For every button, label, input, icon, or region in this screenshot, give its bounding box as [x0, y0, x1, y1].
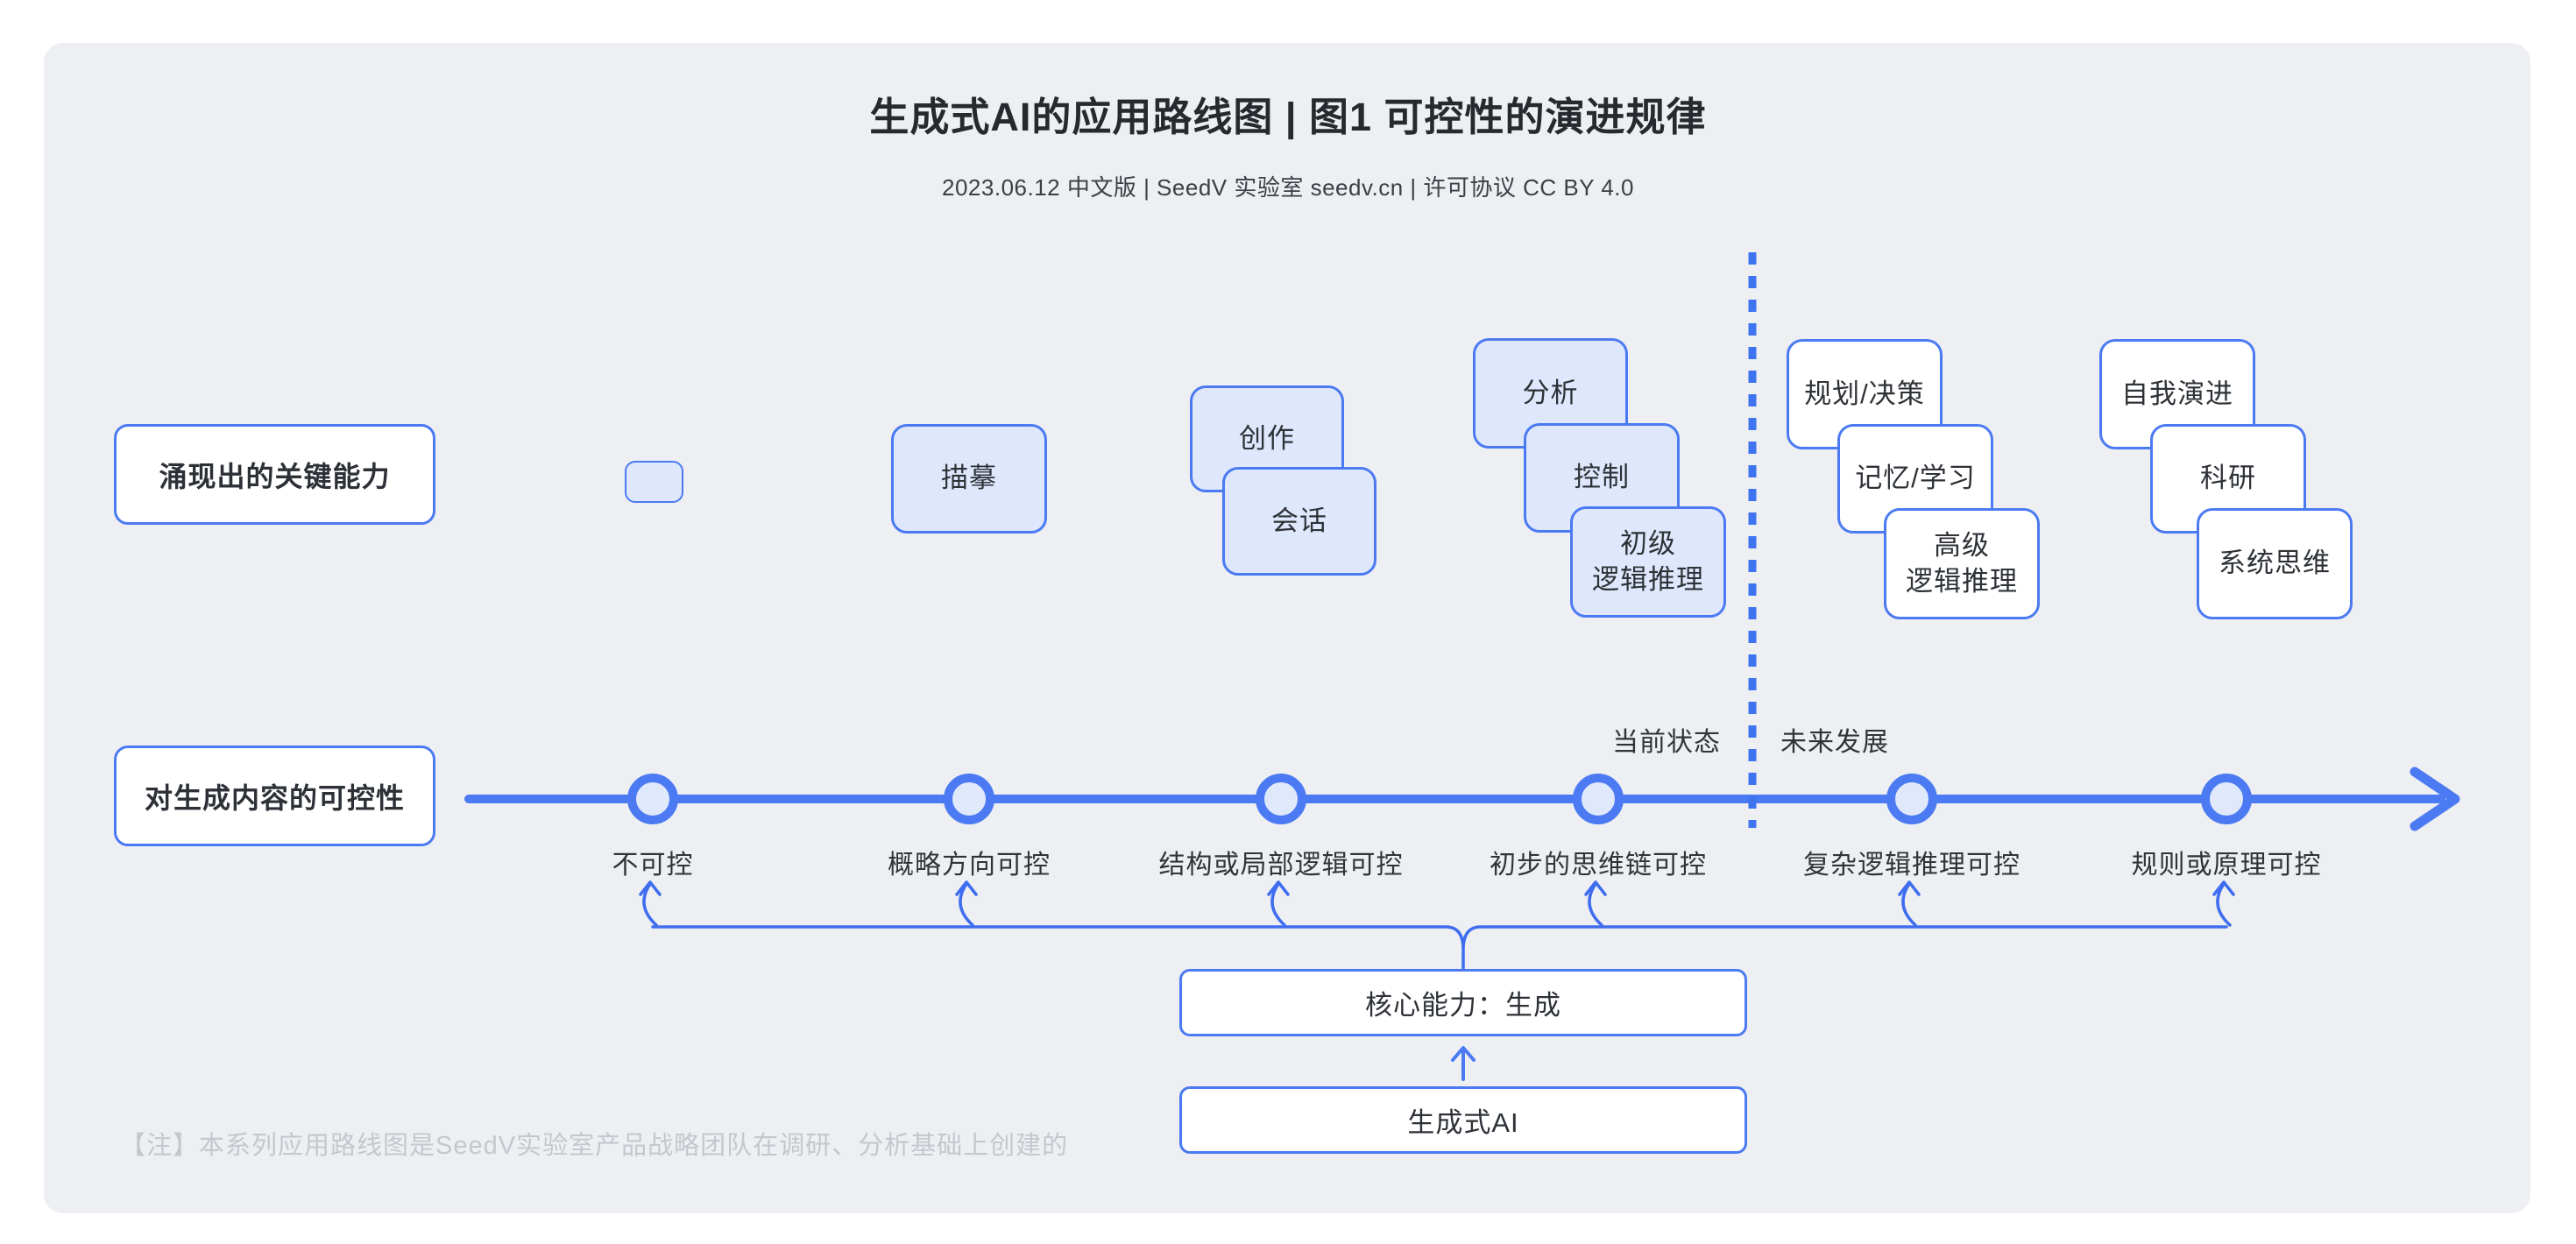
future-status-label: 未来发展: [1780, 728, 1889, 757]
ability-box-empty: [625, 461, 683, 503]
row-label-abilities: 涌现出的关键能力: [114, 424, 435, 525]
footnote: 【注】本系列应用路线图是SeedV实验室产品战略团队在调研、分析基础上创建的: [120, 1132, 1069, 1160]
milestone-label: 结构或局部逻辑可控: [1158, 851, 1404, 880]
diagram-card: [44, 43, 2530, 1213]
ability-box-chuji: 初级 逻辑推理: [1570, 506, 1726, 618]
ability-box-xitong: 系统思维: [2197, 508, 2353, 619]
row-label-controllability: 对生成内容的可控性: [114, 746, 435, 846]
diagram-title: 生成式AI的应用路线图 | 图1 可控性的演进规律: [869, 95, 1707, 139]
milestone-label: 复杂逻辑推理可控: [1803, 851, 2020, 880]
ability-box-huihua: 会话: [1222, 467, 1376, 576]
current-status-label: 当前状态: [1612, 728, 1721, 757]
generative-ai-box: 生成式AI: [1179, 1086, 1747, 1154]
milestone-label: 概略方向可控: [888, 851, 1051, 880]
ability-box-guihua: 规划/决策: [1787, 339, 1943, 449]
ability-box-miaomo: 描摹: [891, 424, 1047, 534]
milestone-label: 不可控: [612, 851, 694, 880]
milestone-label: 初步的思维链可控: [1490, 851, 1707, 880]
milestone-label: 规则或原理可控: [2131, 851, 2322, 880]
ability-box-gaoji: 高级 逻辑推理: [1884, 508, 2040, 619]
diagram-subtitle: 2023.06.12 中文版 | SeedV 实验室 seedv.cn | 许可…: [942, 174, 1634, 201]
core-capability-box: 核心能力：生成: [1179, 969, 1747, 1036]
